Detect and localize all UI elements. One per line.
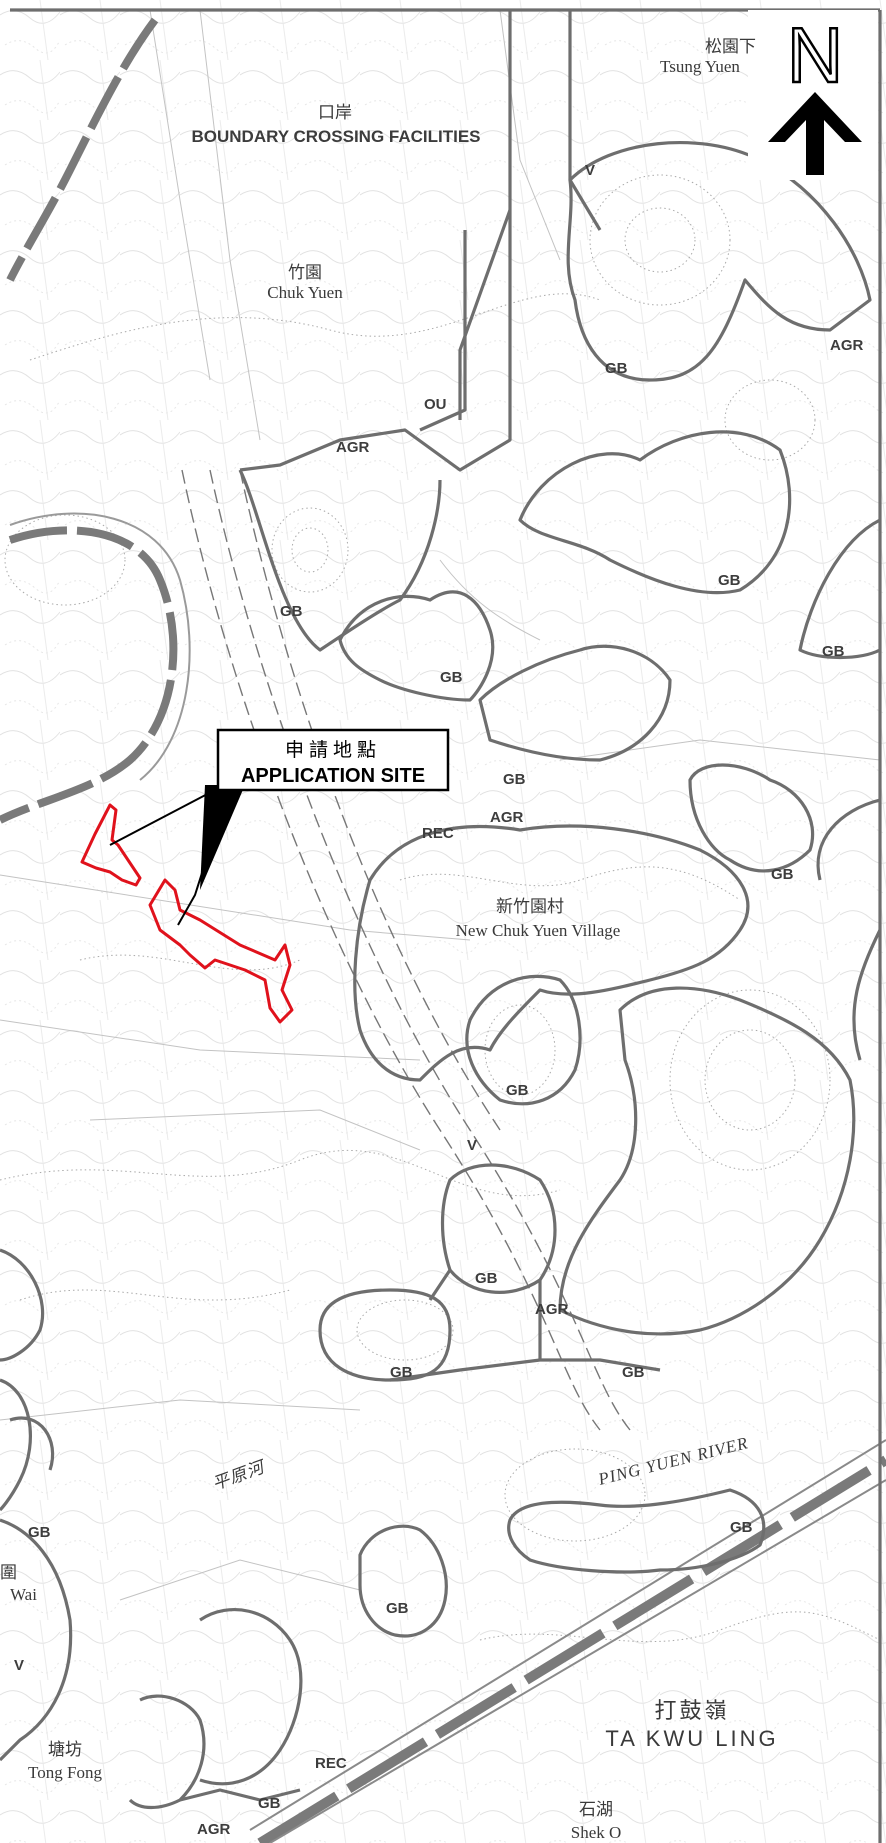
zone-ou: OU [424,396,447,413]
zone-gb: GB [822,643,845,660]
zone-gb: GB [605,360,628,377]
label-new-chuk-yuen-zh: 新竹園村 [496,897,564,916]
zone-gb: GB [771,866,794,883]
north-arrow: N [748,10,878,180]
road-lines [0,9,881,1601]
boundary-channel [0,17,191,824]
callout-title-en: APPLICATION SITE [241,765,425,787]
label-wai-en: Wai [10,1585,37,1604]
zone-gb: GB [28,1524,51,1541]
application-site-callout: 申請地點 APPLICATION SITE [216,728,450,792]
north-arrow-icon [768,92,862,175]
label-tong-fong-zh: 塘坊 [48,1740,82,1759]
rail-corridor [181,469,631,1431]
zone-boundaries [0,8,882,1843]
zone-rec: REC [422,825,454,842]
application-site-outline [80,803,294,1024]
contour-lines [0,174,881,1643]
label-ta-kwu-ling-en: TA KWU LING [605,1726,778,1751]
label-boundary-zh: 口岸 [318,103,352,122]
zone-labels: V AGR GB OU AGR GB GB GB GB GB AGR REC G… [14,162,864,1838]
label-new-chuk-yuen-en: New Chuk Yuen Village [456,921,621,940]
zone-gb: GB [503,771,526,788]
label-shek-o-en: Shek O [571,1823,622,1842]
zone-gb: GB [622,1364,645,1381]
zone-v: V [14,1657,24,1674]
zone-agr: AGR [535,1301,569,1318]
zone-gb: GB [280,603,303,620]
callout-title-zh: 申請地點 [285,739,381,761]
zone-v: V [467,1137,477,1154]
zone-agr: AGR [830,337,864,354]
label-tsung-yuen-zh: 松園下 [705,37,756,56]
zone-agr: AGR [336,439,370,456]
label-tsung-yuen-en: Tsung Yuen [660,57,740,76]
zone-gb: GB [475,1270,498,1287]
highway [249,1439,886,1843]
zone-gb: GB [506,1082,529,1099]
label-wai-zh: 圍 [0,1563,17,1582]
zone-rec: REC [315,1755,347,1772]
label-shek-o-zh: 石湖 [579,1800,613,1819]
label-tong-fong-en: Tong Fong [28,1763,102,1782]
zone-v: V [585,162,595,179]
zone-agr: AGR [490,809,524,826]
label-chuk-yuen-en: Chuk Yuen [267,283,343,302]
zone-gb: GB [718,572,741,589]
north-letter: N [787,11,843,99]
label-ta-kwu-ling-zh: 打鼓嶺 [654,1698,729,1723]
zone-gb: GB [390,1364,413,1381]
zone-agr: AGR [197,1821,231,1838]
zone-gb: GB [386,1600,409,1617]
label-boundary-en: BOUNDARY CROSSING FACILITIES [191,127,480,146]
label-chuk-yuen-zh: 竹園 [288,263,322,282]
zone-gb: GB [258,1795,281,1812]
zone-gb: GB [440,669,463,686]
zone-gb: GB [730,1519,753,1536]
callout-pointer [109,784,245,926]
